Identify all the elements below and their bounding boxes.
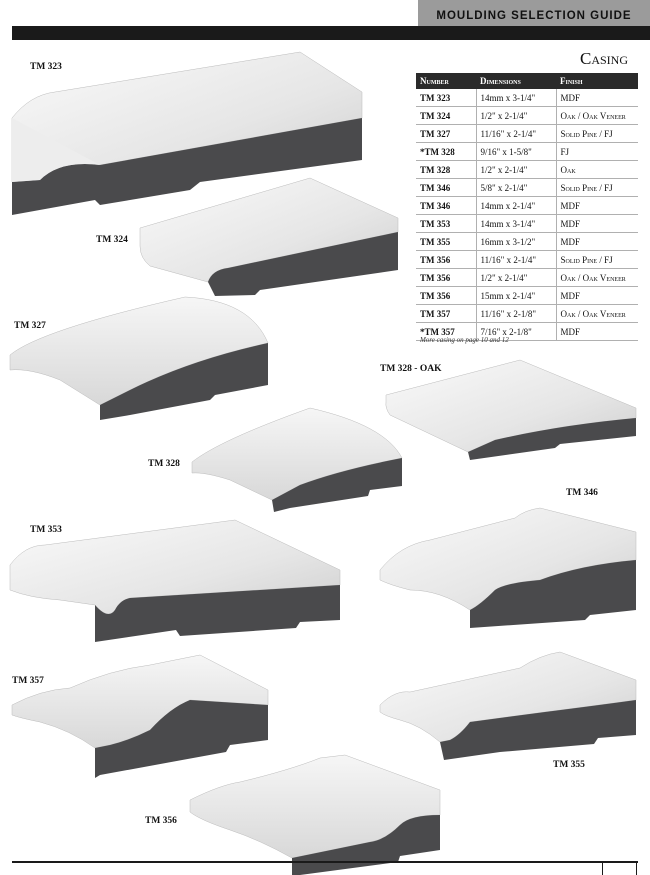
cell-number: *TM 328: [416, 142, 476, 161]
footer-rule: [12, 861, 638, 863]
cell-number: TM 356: [416, 250, 476, 269]
table-header-row: Number Dimensions Finish: [416, 73, 638, 89]
cell-number: TM 356: [416, 268, 476, 287]
cell-finish: Oak: [555, 160, 638, 179]
moulding-tm-357-drawing: [11, 654, 269, 778]
cell-number: TM 355: [416, 232, 476, 251]
cell-number: TM 357: [416, 304, 476, 323]
cell-number: TM 328: [416, 160, 476, 179]
cell-dimensions: 14mm x 3-1/4": [475, 214, 556, 233]
guide-title: Moulding Selection Guide: [436, 10, 632, 22]
cell-finish: MDF: [555, 89, 638, 107]
cell-finish: MDF: [555, 286, 638, 305]
cell-finish: FJ: [555, 142, 638, 161]
cell-number: TM 323: [416, 89, 476, 107]
column-header: Number: [416, 73, 476, 89]
moulding-tm-353-drawing: [9, 519, 341, 642]
cell-dimensions: 15mm x 2-1/4": [475, 286, 556, 305]
moulding-tm-328-drawing: [191, 407, 403, 512]
label-tm-328-oak: TM 328 - OAK: [380, 364, 442, 374]
label-tm-357: TM 357: [12, 676, 44, 686]
cell-number: TM 353: [416, 214, 476, 233]
cell-dimensions: 14mm x 3-1/4": [475, 89, 556, 107]
cell-finish: Solid Pine / FJ: [555, 178, 638, 197]
cell-dimensions: 11/16" x 2-1/8": [475, 304, 556, 323]
cell-dimensions: 16mm x 3-1/2": [475, 232, 556, 251]
cell-dimensions: 14mm x 2-1/4": [475, 196, 556, 215]
cell-dimensions: 1/2" x 2-1/4": [475, 268, 556, 287]
cell-number: TM 346: [416, 178, 476, 197]
moulding-tm-323-drawing: [11, 51, 363, 215]
label-tm-324: TM 324: [96, 235, 128, 245]
footer-tick: [636, 863, 637, 875]
label-tm-356: TM 356: [145, 816, 177, 826]
cell-finish: Solid Pine / FJ: [555, 124, 638, 143]
cell-dimensions: 11/16" x 2-1/4": [475, 124, 556, 143]
label-tm-323: TM 323: [30, 62, 62, 72]
cell-finish: MDF: [555, 232, 638, 251]
column-header: Dimensions: [476, 73, 556, 89]
cell-finish: Oak / Oak Veneer: [555, 106, 638, 125]
label-tm-353: TM 353: [30, 525, 62, 535]
label-tm-355: TM 355: [553, 760, 585, 770]
cell-finish: Solid Pine / FJ: [555, 250, 638, 269]
cell-dimensions: 1/2" x 2-1/4": [475, 160, 556, 179]
cell-finish: MDF: [555, 322, 638, 341]
cell-finish: MDF: [555, 214, 638, 233]
moulding-tm-327-drawing: [9, 296, 269, 420]
footer-tick: [602, 863, 603, 875]
cell-finish: Oak / Oak Veneer: [555, 268, 638, 287]
table-note: More casing on page 10 and 12: [420, 336, 509, 344]
label-tm-328: TM 328: [148, 459, 180, 469]
label-tm-346: TM 346: [566, 488, 598, 498]
section-title: Casing: [579, 49, 628, 68]
cell-finish: Oak / Oak Veneer: [555, 304, 638, 323]
cell-dimensions: 9/16" x 1-5/8": [475, 142, 556, 161]
cell-dimensions: 1/2" x 2-1/4": [475, 106, 556, 125]
moulding-tm-355-drawing: [379, 651, 637, 760]
moulding-tm-324-drawing: [139, 177, 399, 296]
moulding-tm-328-oak-drawing: [385, 359, 637, 460]
cell-dimensions: 7/16" x 2-1/8": [475, 322, 556, 341]
cell-number: TM 324: [416, 106, 476, 125]
moulding-tm-356-drawing: [189, 754, 441, 875]
cell-number: TM 356: [416, 286, 476, 305]
cell-dimensions: 11/16" x 2-1/4": [475, 250, 556, 269]
cell-dimensions: 5/8" x 2-1/4": [475, 178, 556, 197]
label-tm-327: TM 327: [14, 321, 46, 331]
column-header: Finish: [556, 73, 638, 89]
cell-number: TM 346: [416, 196, 476, 215]
cell-number: TM 327: [416, 124, 476, 143]
cell-finish: MDF: [555, 196, 638, 215]
moulding-tm-346-drawing: [379, 507, 637, 628]
cell-number: *TM 357: [416, 322, 476, 341]
header-bar: [12, 26, 650, 40]
